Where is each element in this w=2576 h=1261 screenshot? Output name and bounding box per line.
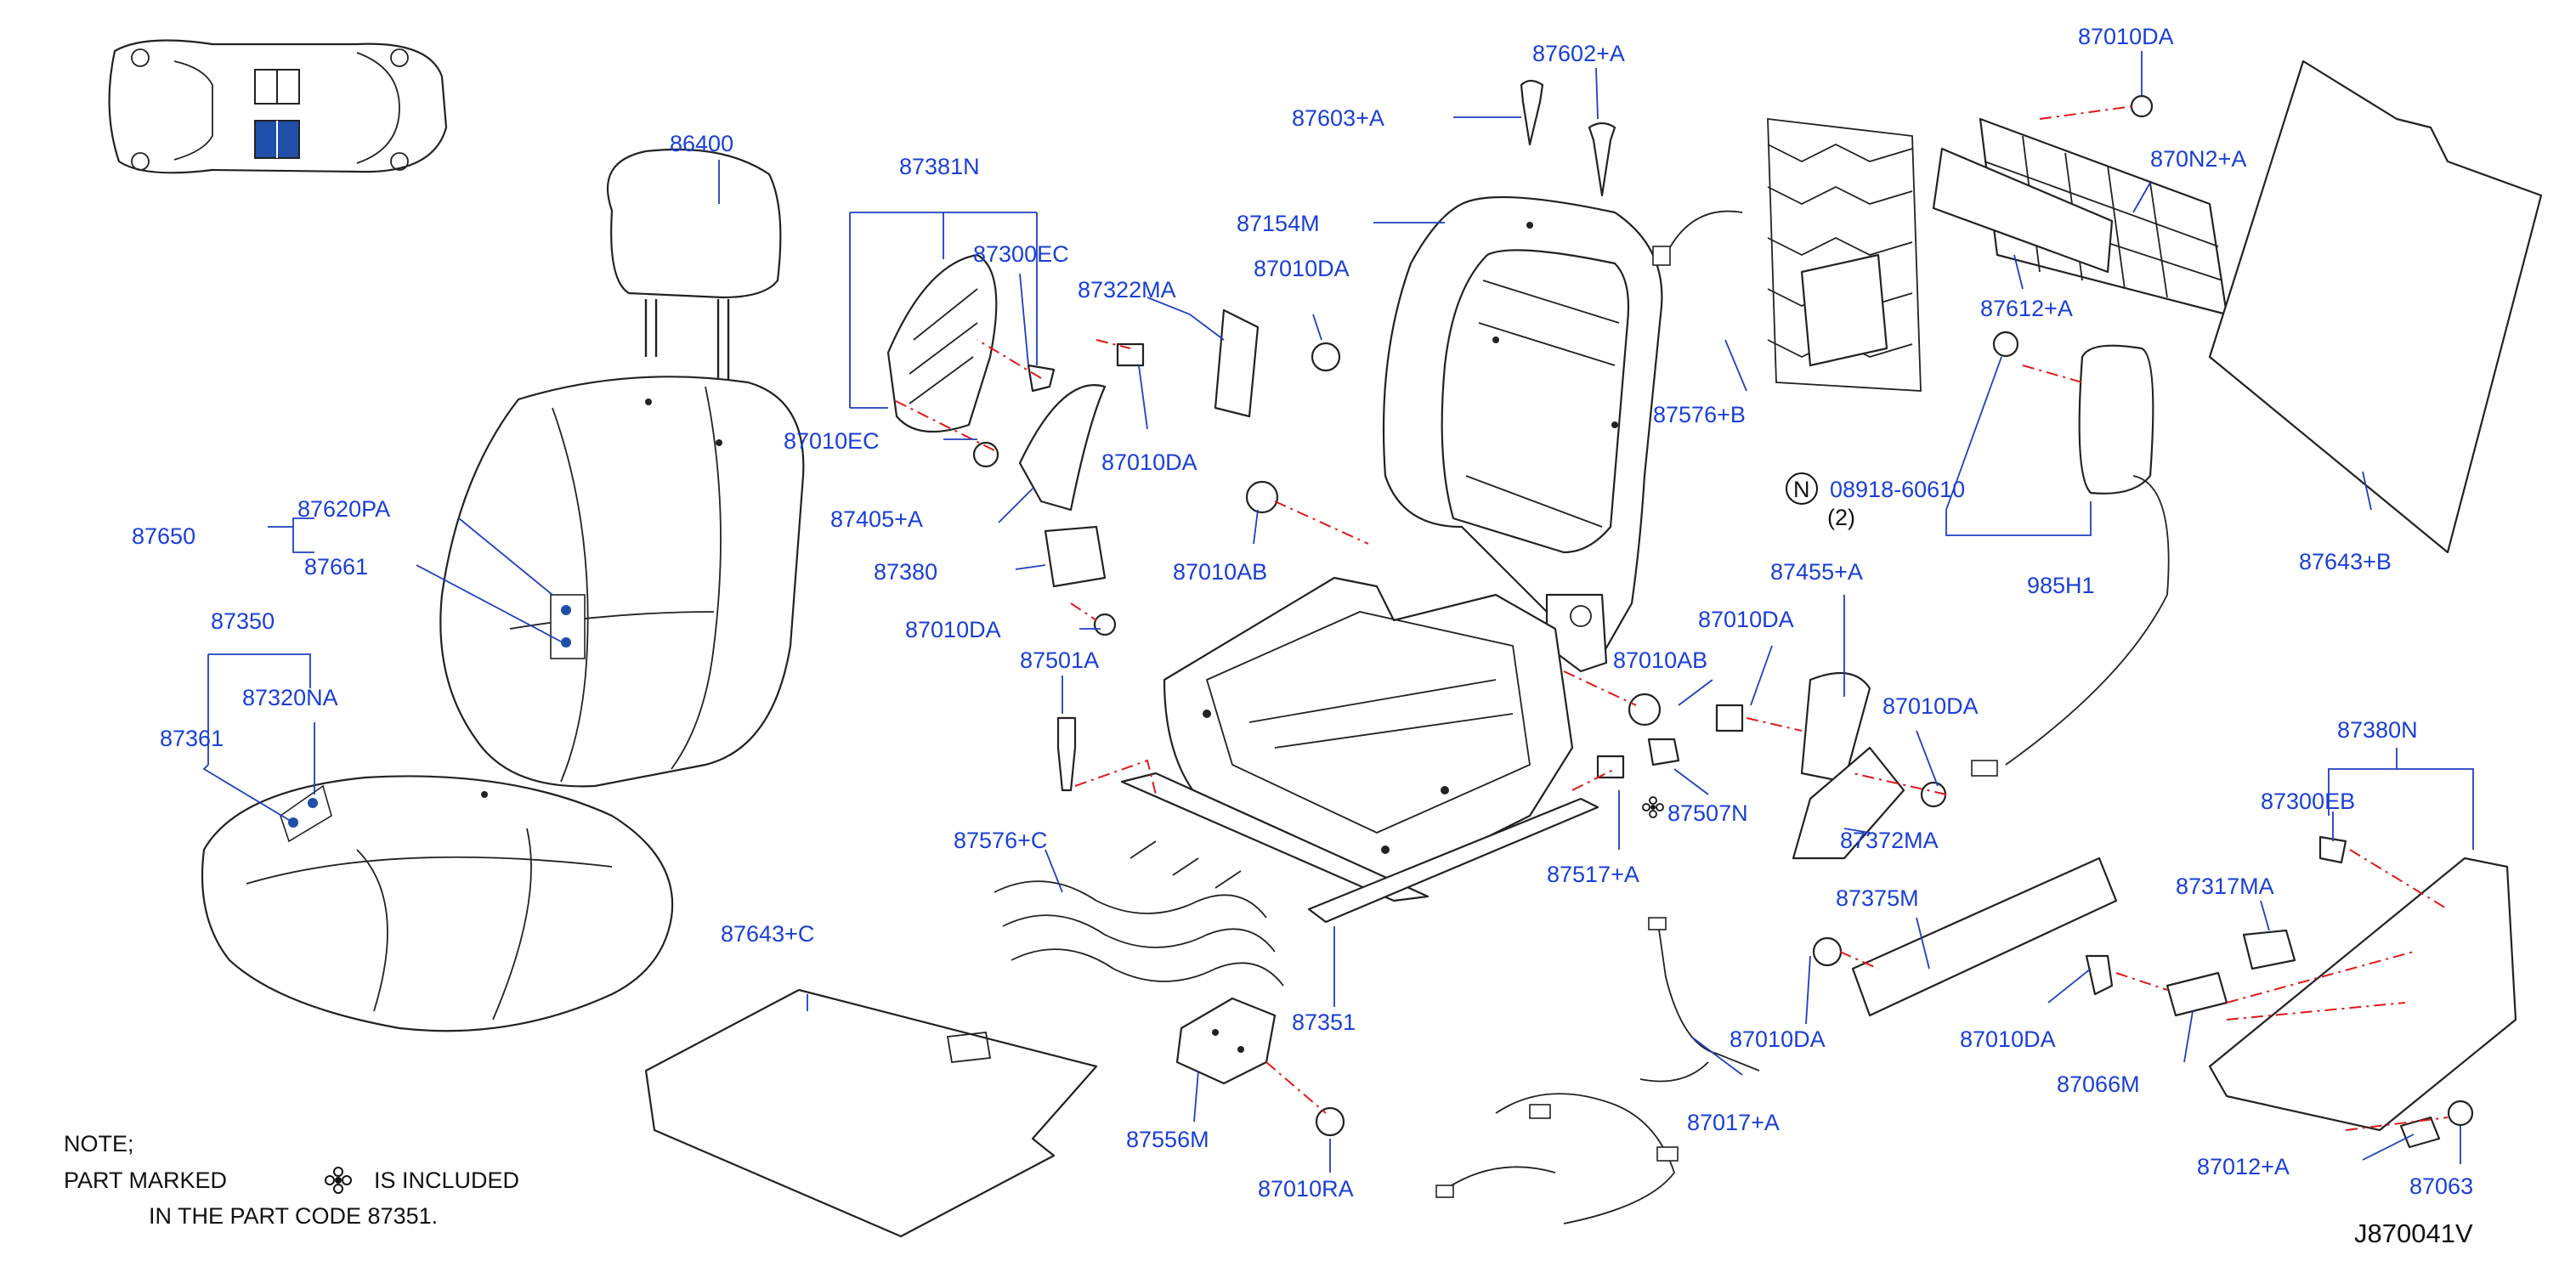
diagram-code: J870041V [2354, 1219, 2473, 1248]
label-87063[interactable]: 87063 [2409, 1173, 2473, 1199]
leader-lines [202, 51, 2474, 1173]
seat-back-spring-mat [1652, 117, 1922, 392]
seat-cushion-springs [994, 840, 1284, 987]
label-87620PA[interactable]: 87620PA [297, 496, 390, 522]
label-87576C[interactable]: 87576+C [954, 828, 1047, 853]
label-08918-60610[interactable]: 08918-60610 [1830, 477, 1965, 502]
nut-symbol-icon [1786, 472, 1818, 505]
label-87650[interactable]: 87650 [132, 523, 195, 549]
label-87066M[interactable]: 87066M [2057, 1072, 2140, 1097]
seat-back-board [2208, 59, 2543, 554]
label-87643C[interactable]: 87643+C [721, 921, 814, 947]
label-87612A[interactable]: 87612+A [1980, 296, 2073, 321]
asterisk-flower-icon [325, 1167, 352, 1194]
side-covers [886, 253, 2517, 1132]
label-87010EC[interactable]: 87010EC [784, 428, 880, 454]
label-87010AB-right[interactable]: 87010AB [1613, 647, 1707, 673]
label-87372MA[interactable]: 87372MA [1840, 828, 1939, 853]
headrest-guides [1520, 79, 1616, 197]
label-87017A[interactable]: 87017+A [1687, 1110, 1780, 1135]
label-87375M[interactable]: 87375M [1836, 885, 1919, 911]
note-text-part-marked: PART MARKED [64, 1168, 227, 1193]
label-87556M[interactable]: 87556M [1126, 1127, 1209, 1152]
label-985H1[interactable]: 985H1 [2027, 573, 2095, 598]
back-panel-grid [1932, 117, 2228, 316]
label-87010DA-side[interactable]: 87010DA [1882, 693, 1979, 719]
label-87517A[interactable]: 87517+A [1547, 862, 1639, 887]
label-87361[interactable]: 87361 [160, 726, 224, 751]
label-87381N[interactable]: 87381N [899, 154, 980, 179]
label-87010AB-left[interactable]: 87010AB [1173, 559, 1267, 585]
label-87380[interactable]: 87380 [874, 559, 937, 585]
label-87507N[interactable]: 87507N [1667, 800, 1748, 826]
note-title: NOTE; [64, 1131, 134, 1156]
label-87351[interactable]: 87351 [1292, 1009, 1356, 1035]
label-87010DA-finisher[interactable]: 87010DA [1960, 1026, 2056, 1052]
label-87501A[interactable]: 87501A [1020, 647, 1099, 673]
seat-cushion-frame [1120, 576, 1599, 924]
label-87010DA-upper[interactable]: 87010DA [1254, 256, 1350, 281]
seat-cushion-board [644, 988, 1098, 1238]
label-87320NA[interactable]: 87320NA [242, 685, 338, 710]
seat-cushion-trim [201, 775, 674, 1032]
headrest [606, 148, 782, 399]
label-87317MA[interactable]: 87317MA [2176, 874, 2274, 899]
assembly-dash-lines [892, 105, 2449, 1131]
label-08918-qty: (2) [1827, 505, 1855, 530]
label-87010DA-bracket[interactable]: 87010DA [1698, 607, 1794, 632]
label-87010RA[interactable]: 87010RA [1258, 1176, 1354, 1202]
cushion-bracket [1175, 997, 1277, 1085]
label-86400[interactable]: 86400 [670, 131, 733, 156]
label-87405A[interactable]: 87405+A [830, 506, 923, 532]
label-870N2A[interactable]: 870N2+A [2150, 146, 2246, 172]
note-text-part-code: IN THE PART CODE 87351. [149, 1203, 438, 1229]
label-87661[interactable]: 87661 [304, 554, 368, 580]
label-87455A[interactable]: 87455+A [1770, 559, 1863, 585]
label-87602A[interactable]: 87602+A [1532, 41, 1625, 66]
label-87300EC[interactable]: 87300EC [973, 241, 1069, 267]
label-87012A[interactable]: 87012+A [2197, 1154, 2290, 1179]
label-87350[interactable]: 87350 [211, 608, 275, 634]
vehicle-locator-icon [108, 39, 448, 174]
label-87154M[interactable]: 87154M [1237, 211, 1320, 236]
label-87010DA-harness[interactable]: 87010DA [1730, 1026, 1826, 1052]
note-text-included: IS INCLUDED [374, 1168, 519, 1193]
label-87576B[interactable]: 87576+B [1653, 402, 1746, 427]
label-87643B[interactable]: 87643+B [2299, 549, 2392, 574]
side-airbag-module [1971, 344, 2170, 777]
label-87322MA[interactable]: 87322MA [1078, 277, 1176, 303]
asterisk-flower-icon [1642, 796, 1664, 818]
label-87603A[interactable]: 87603+A [1292, 105, 1384, 131]
label-87010DA-top[interactable]: 87010DA [2078, 24, 2174, 49]
part-labels: 86400 87381N 87300EC 87010EC 87322MA 870… [132, 24, 2473, 1202]
label-87010DA-lower[interactable]: 87010DA [905, 617, 1001, 642]
seat-back-frame [1382, 195, 1663, 673]
label-87300EB[interactable]: 87300EB [2261, 789, 2355, 814]
note-block: NOTE; PART MARKED IS INCLUDED IN THE PAR… [64, 1131, 519, 1229]
label-87010DA-cover[interactable]: 87010DA [1101, 450, 1197, 475]
label-nut-n: N [1793, 477, 1810, 502]
seat-back-trim [439, 376, 805, 788]
small-fasteners [972, 94, 2474, 1149]
label-87380N[interactable]: 87380N [2337, 717, 2418, 743]
seat-wire-harness [1435, 917, 1760, 1224]
